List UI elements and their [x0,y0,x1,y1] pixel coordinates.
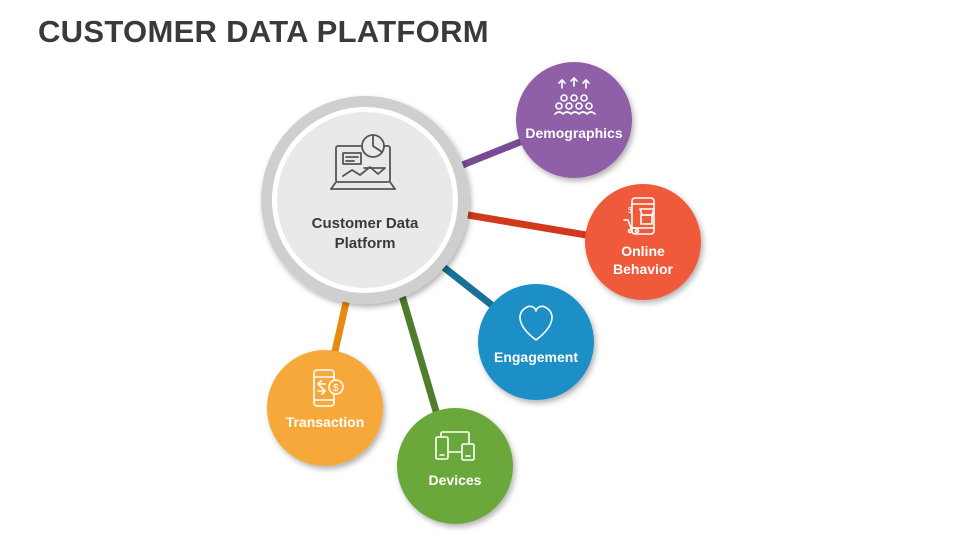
center-hub: Customer Data Platform [261,96,469,304]
svg-text:$: $ [628,206,633,215]
connector-devices [394,281,442,419]
center-label-line2: Platform [335,235,396,252]
svg-text:$: $ [333,383,339,394]
mobile-payment-icon: $ [313,369,344,407]
heart-icon [519,305,553,341]
connector-demographics [448,134,532,174]
node-online-behavior: $ Online Behavior [585,184,701,300]
page-title: CUSTOMER DATA PLATFORM [38,14,489,49]
laptop-analytics-icon [330,134,396,190]
mobile-shopping-icon: $ [623,197,655,235]
connector-online-behavior [449,208,599,241]
node-engagement-label: Engagement [494,349,578,365]
node-engagement: Engagement [478,284,594,400]
node-transaction-label: Transaction [286,414,365,430]
node-devices: Devices [397,408,513,524]
node-demographics-label: Demographics [525,125,622,141]
node-demographics: Demographics [516,62,632,178]
node-online-behavior-label-line2: Behavior [613,261,673,277]
node-transaction: $ Transaction [267,350,383,466]
devices-icon [435,431,475,461]
node-devices-label: Devices [429,472,482,488]
center-label-line1: Customer Data [312,215,419,232]
people-group-icon [554,77,596,115]
node-online-behavior-label-line1: Online [621,243,665,259]
